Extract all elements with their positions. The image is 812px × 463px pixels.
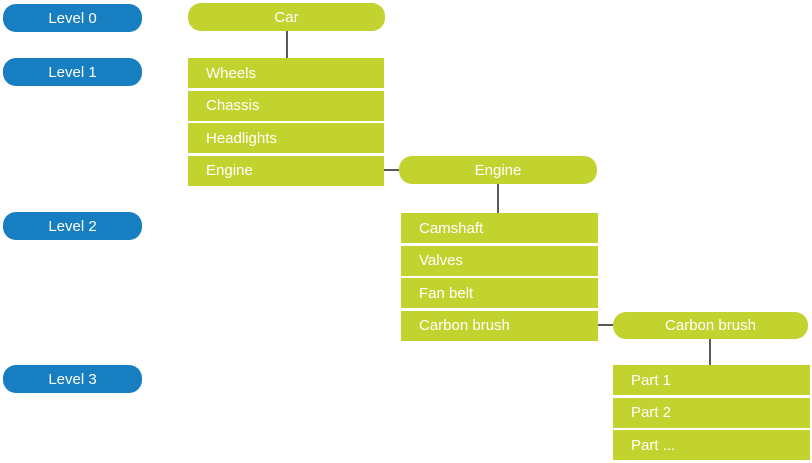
- node-item-part-2-label: Part 2: [631, 404, 672, 421]
- node-list-engine-children: Camshaft Valves Fan belt Carbon brush: [401, 213, 598, 341]
- node-item-engine-label: Engine: [206, 162, 253, 179]
- node-item-part-2[interactable]: Part 2: [613, 397, 810, 428]
- node-header-engine-label: Engine: [474, 161, 522, 179]
- node-header-carbon-brush[interactable]: Carbon brush: [613, 312, 808, 339]
- node-item-carbon-brush-label: Carbon brush: [419, 317, 510, 334]
- node-item-fan-belt[interactable]: Fan belt: [401, 278, 598, 308]
- node-item-headlights[interactable]: Headlights: [188, 123, 384, 153]
- node-item-part-1[interactable]: Part 1: [613, 365, 810, 395]
- level-label-0: Level 0: [3, 4, 142, 32]
- connector-engine-row-to-engine-header: [384, 169, 399, 171]
- node-item-part-more[interactable]: Part ...: [613, 430, 810, 460]
- level-label-3: Level 3: [3, 365, 142, 393]
- node-item-camshaft-label: Camshaft: [419, 219, 484, 237]
- node-item-fan-belt-label: Fan belt: [419, 284, 474, 302]
- node-item-carbon-brush[interactable]: Carbon brush: [401, 310, 598, 341]
- connector-carbon-brush-row-to-header: [598, 324, 613, 326]
- level-label-1-text: Level 1: [48, 63, 97, 81]
- node-item-wheels-label: Wheels: [206, 64, 257, 82]
- node-item-engine[interactable]: Engine: [188, 155, 384, 186]
- level-label-2: Level 2: [3, 212, 142, 240]
- node-item-chassis-label: Chassis: [206, 97, 260, 114]
- connector-engine-to-children: [497, 184, 499, 213]
- node-item-part-1-label: Part 1: [631, 371, 672, 389]
- node-item-part-more-label: Part ...: [631, 436, 676, 454]
- connector-car-to-children: [285, 31, 288, 58]
- node-item-valves[interactable]: Valves: [401, 245, 598, 276]
- level-label-2-text: Level 2: [48, 217, 97, 235]
- node-item-camshaft[interactable]: Camshaft: [401, 213, 598, 243]
- node-list-car-children: Wheels Chassis Headlights Engine: [188, 58, 384, 186]
- level-label-1: Level 1: [3, 58, 142, 86]
- connector-carbon-brush-to-children: [709, 339, 711, 365]
- node-item-valves-label: Valves: [419, 252, 463, 269]
- level-label-3-text: Level 3: [48, 370, 97, 388]
- level-label-0-text: Level 0: [48, 9, 97, 27]
- node-item-chassis[interactable]: Chassis: [188, 90, 384, 121]
- node-item-wheels[interactable]: Wheels: [188, 58, 384, 88]
- node-header-engine[interactable]: Engine: [399, 156, 597, 184]
- node-item-headlights-label: Headlights: [206, 129, 277, 147]
- node-list-carbon-brush-children: Part 1 Part 2 Part ...: [613, 365, 810, 460]
- node-header-car-label: Car: [274, 8, 299, 26]
- node-header-carbon-brush-label: Carbon brush: [665, 317, 756, 334]
- node-header-car[interactable]: Car: [188, 3, 385, 31]
